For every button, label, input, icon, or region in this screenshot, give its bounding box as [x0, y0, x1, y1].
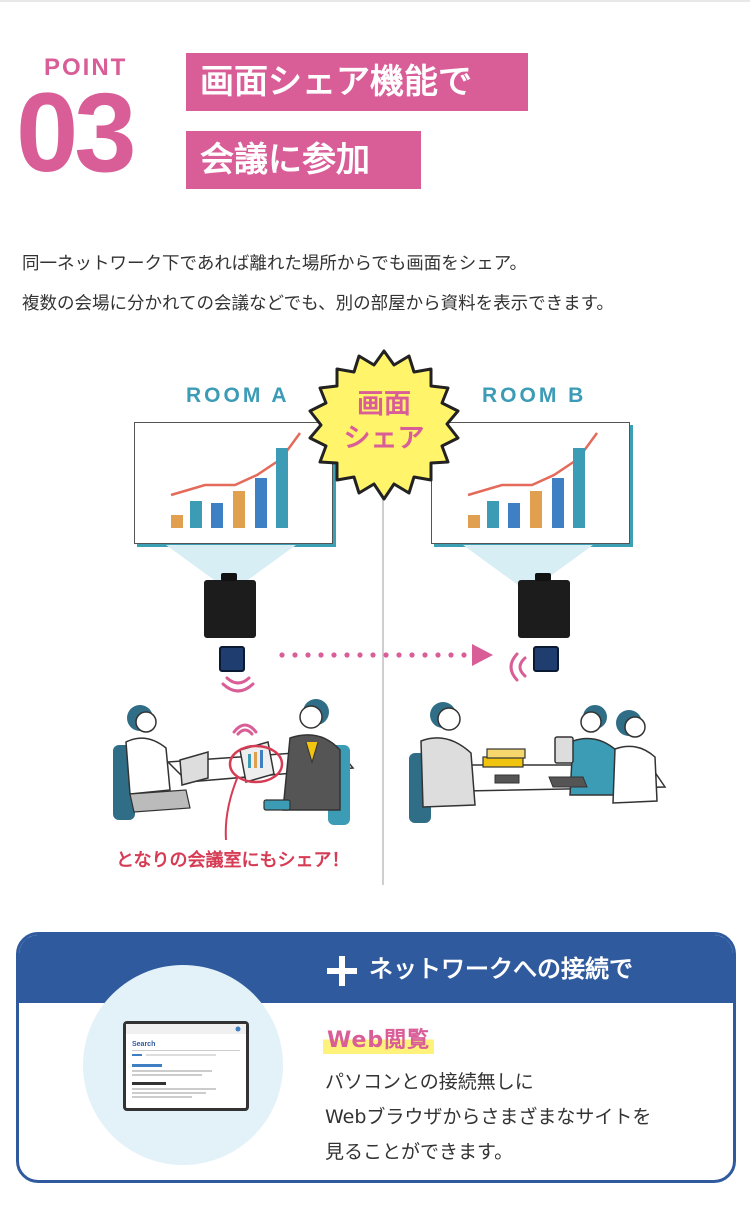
feature-label: Web閲覧 [323, 1022, 435, 1054]
top-divider [0, 0, 750, 2]
feature-line-2: Webブラウザからさまざまなサイトを [325, 1106, 652, 1128]
screen-share-badge [308, 349, 460, 501]
wireless-adapter-icon [219, 646, 245, 672]
room-b-meeting-illustration [409, 702, 667, 823]
description-line-1: 同一ネットワーク下であれば離れた場所からでも画面をシェア。 [22, 254, 528, 274]
room-divider [382, 480, 384, 885]
description: 同一ネットワーク下であれば離れた場所からでも画面をシェア。 複数の会場に分かれて… [22, 244, 742, 324]
plus-icon [327, 956, 357, 986]
share-caption: となりの会議室にもシェア！ [116, 850, 350, 871]
screen-share-badge-text: 画面 シェア [304, 388, 464, 456]
projector-icon [204, 573, 256, 638]
room-b-title: ROOM B [482, 384, 587, 407]
wireless-adapter-icon [533, 646, 559, 672]
projector-icon [518, 573, 570, 638]
badge-line-2: シェア [343, 423, 425, 454]
point-number: 03 [16, 70, 137, 195]
description-line-2: 複数の会場に分かれての会議などでも、別の部屋から資料を表示できます。 [22, 294, 614, 314]
projection-beam-b [463, 545, 593, 585]
feature-card-title: ネットワークへの接続で [369, 955, 633, 983]
feature-line-1: パソコンとの接続無しに [325, 1071, 534, 1093]
title-line-2: 会議に参加 [186, 131, 421, 189]
title-line-1: 画面シェア機能で [186, 53, 528, 111]
feature-card: ネットワークへの接続で Search Web閲覧 パソコンとの接続無しに Web… [16, 932, 736, 1183]
point-label: POINT [44, 54, 128, 81]
wifi-signal-icon [232, 723, 258, 736]
feature-line-3: 見ることができます。 [325, 1141, 514, 1163]
browser-icon: Search [123, 1021, 249, 1111]
badge-line-1: 画面 [357, 389, 411, 420]
bar-chart-icon [467, 432, 599, 528]
wifi-signal-icon [509, 652, 527, 682]
share-arrow [279, 644, 493, 666]
room-a-screen [134, 422, 333, 544]
room-a-meeting-illustration [113, 699, 355, 840]
browser-search-text: Search [132, 1041, 155, 1048]
room-b-screen [431, 422, 630, 544]
wifi-signal-icon [221, 676, 255, 693]
projection-beam-a [166, 545, 296, 585]
room-a-title: ROOM A [186, 384, 290, 407]
feature-description: パソコンとの接続無しに Webブラウザからさまざまなサイトを 見ることができます… [325, 1065, 651, 1170]
bar-chart-icon [170, 432, 302, 528]
